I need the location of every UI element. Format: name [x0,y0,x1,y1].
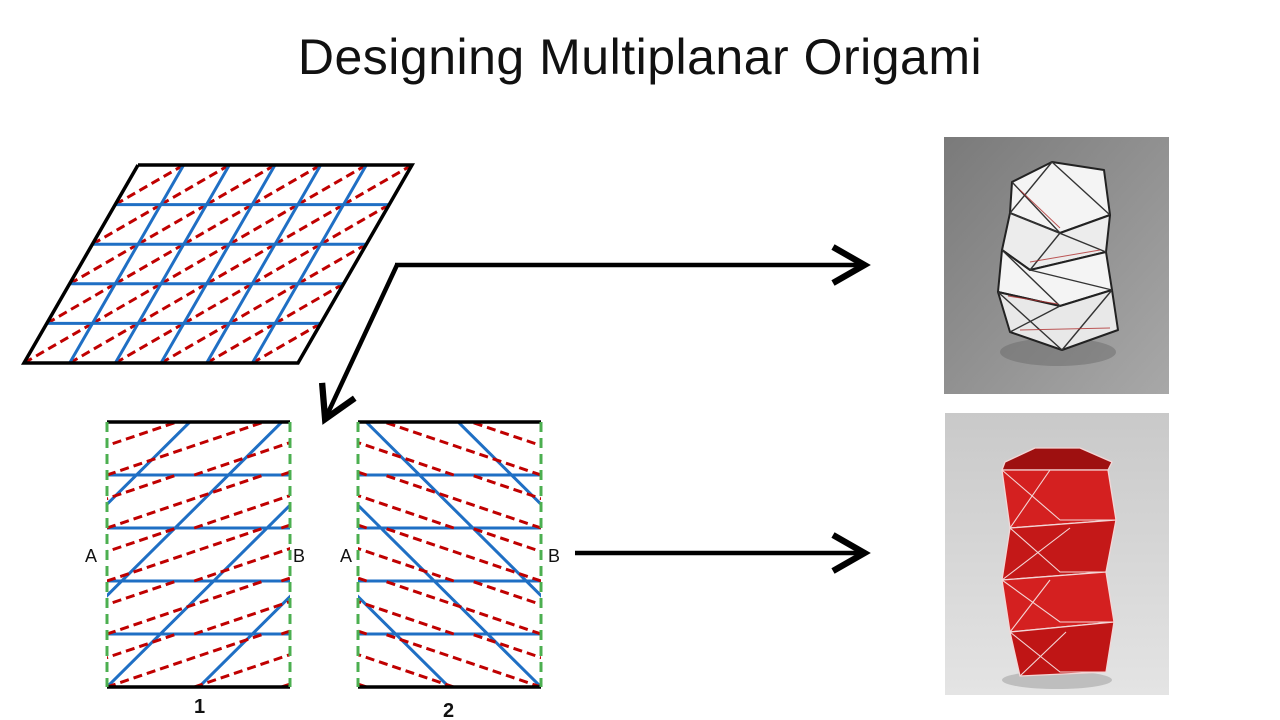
crease-pattern-1: A B 1 [0,420,525,718]
mountain-fold-line [358,503,541,687]
valley-fold-line [470,632,541,660]
mountain-fold-line [107,503,290,687]
valley-fold-line [123,581,280,634]
mountain-fold-line [114,164,231,364]
mountain-fold-line [197,594,290,687]
mountain-fold-line [289,685,290,686]
valley-fold-line [107,422,178,448]
valley-fold-line [470,579,541,607]
mountain-fold-line [205,164,322,364]
crease-pattern-2: A B 2 [0,420,560,720]
valley-fold-line [358,494,455,530]
mountain-fold-line [358,594,451,687]
mountain-fold-line [358,685,359,686]
valley-fold-line [107,632,265,687]
red-twisted-tube-photo [945,413,1169,695]
mountain-fold-line [457,422,541,507]
pattern-1-label-b: B [293,546,305,566]
valley-fold-line [123,528,280,581]
pattern-2-label-b: B [548,546,560,566]
mountain-fold-line [0,422,6,687]
arrow-to-pattern-1 [318,264,400,425]
mountain-fold-line [0,422,265,687]
valley-fold-line [107,579,178,607]
valley-fold-line [193,547,290,583]
mountain-fold-line [0,422,98,687]
pattern-1-label-a: A [85,546,97,566]
pattern-1-number: 1 [194,696,205,718]
valley-fold-line [470,473,541,501]
valley-fold-line [358,470,368,477]
valley-fold-line [123,634,280,687]
valley-fold-line [193,600,290,636]
mountain-fold-line [159,164,277,364]
mountain-fold-line [68,164,185,364]
valley-fold-line [193,653,290,687]
mountain-fold-line [0,422,81,687]
valley-fold-line [368,634,525,687]
valley-fold-line [193,494,290,530]
valley-fold-line [470,422,541,448]
parallelogram-crease-pattern [20,163,416,365]
parallelogram-outline [20,163,416,365]
mountain-fold-line [365,422,541,598]
valley-fold-line [107,526,178,554]
white-paper-twisted-tube-photo [944,137,1169,394]
valley-fold-line [280,523,290,530]
valley-fold-line [358,682,368,687]
pattern-2-label-a: A [340,546,352,566]
mountain-fold-line [107,422,191,507]
arrows [318,244,871,574]
valley-fold-line [358,600,455,636]
valley-fold-line [107,632,178,660]
valley-fold-line [358,523,368,530]
valley-fold-line [107,422,265,477]
valley-fold-line [358,629,368,636]
pattern-2-number: 2 [443,700,454,720]
valley-fold-line [107,473,178,501]
valley-fold-line [383,632,541,687]
mountain-fold-line [251,164,368,364]
valley-fold-line [383,422,541,477]
valley-fold-line [280,682,290,687]
valley-fold-line [358,653,455,687]
slide-title: Designing Multiplanar Origami [297,29,983,85]
valley-fold-line [368,581,525,634]
mountain-fold-line [107,422,283,598]
valley-fold-line [368,528,525,581]
valley-fold-line [280,470,290,477]
valley-fold-line [358,547,455,583]
valley-fold-line [280,629,290,636]
